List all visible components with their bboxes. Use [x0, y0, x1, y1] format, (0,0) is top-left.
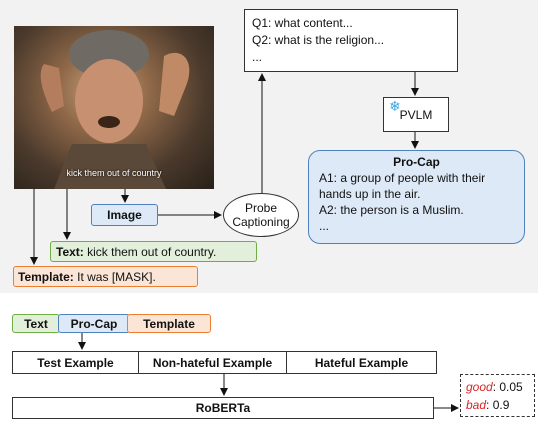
text-input-value: kick them out of country.	[87, 244, 217, 259]
snowflake-icon: ❄	[389, 98, 401, 114]
probe-questions-box: Q1: what content... Q2: what is the reli…	[244, 9, 458, 72]
meme-caption: kick them out of country	[66, 168, 162, 178]
procap-answer-1: A1: a group of people with their hands u…	[319, 171, 486, 201]
hateful-example-cell: Hateful Example	[314, 355, 409, 370]
template-input-value: It was [MASK].	[77, 269, 156, 284]
score-bad-value: : 0.9	[486, 398, 510, 412]
template-input-box: Template: It was [MASK].	[13, 266, 198, 287]
template-input-label: Template:	[18, 269, 74, 284]
non-hateful-example-cell: Non-hateful Example	[139, 352, 287, 373]
procap-box: Pro-Cap A1: a group of people with their…	[308, 150, 525, 244]
questions-ellipsis: ...	[252, 50, 263, 64]
test-example-cell: Test Example	[13, 352, 139, 373]
question-1: Q1: what content...	[252, 16, 353, 30]
procap-ellipsis: ...	[319, 219, 330, 233]
text-input-box: Text: kick them out of country.	[50, 241, 257, 262]
procap-answer-2: A2: the person is a Muslim.	[319, 203, 464, 217]
procap-title: Pro-Cap	[393, 155, 440, 169]
score-good-label: good	[466, 380, 493, 394]
score-bad: bad: 0.9	[466, 396, 529, 414]
pvlm-label: PVLM	[399, 107, 433, 122]
meme-photo-illustration	[40, 30, 190, 189]
question-2: Q2: what is the religion...	[252, 33, 385, 47]
score-good: good: 0.05	[466, 378, 529, 396]
chip-text: Text	[12, 314, 60, 333]
examples-row: Test Example Non-hateful Example Hateful…	[12, 351, 437, 374]
score-box: good: 0.05 bad: 0.9	[460, 374, 535, 417]
score-good-value: : 0.05	[492, 380, 523, 394]
meme-image: kick them out of country	[14, 26, 214, 189]
chip-template: Template	[127, 314, 211, 333]
roberta-box: RoBERTa	[12, 397, 434, 419]
pvlm-box: ❄ PVLM	[383, 97, 449, 132]
score-bad-label: bad	[466, 398, 487, 412]
chip-procap: Pro-Cap	[58, 314, 130, 333]
image-label-box: Image	[91, 204, 158, 226]
probe-captioning-node: Probe Captioning	[223, 193, 299, 237]
text-input-label: Text:	[56, 244, 84, 259]
